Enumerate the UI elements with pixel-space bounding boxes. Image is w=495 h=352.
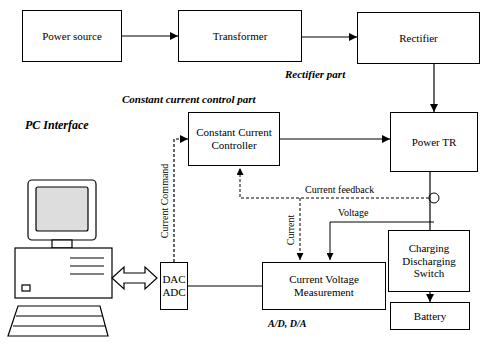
monitor xyxy=(28,180,96,240)
connector xyxy=(433,64,434,112)
converter-box: DAC ADC xyxy=(160,262,188,310)
box-text: Rectifier xyxy=(399,32,437,45)
section-label: Constant current control part xyxy=(122,93,256,105)
connector xyxy=(429,172,430,230)
power-button xyxy=(22,285,30,291)
section-label: A/D, D/A xyxy=(268,318,306,329)
connector xyxy=(174,139,188,262)
connector xyxy=(429,292,430,302)
monitor-stand xyxy=(52,240,72,248)
measurement-box: Current Voltage Measurement xyxy=(262,262,386,310)
connector xyxy=(122,35,178,36)
box-text: Power TR xyxy=(412,136,457,149)
battery-box: Battery xyxy=(390,302,470,330)
connector xyxy=(188,285,262,286)
switch-box: Charging Discharging Switch xyxy=(388,230,470,292)
rectifier-box: Rectifier xyxy=(357,12,480,64)
computer-illustration xyxy=(8,180,112,336)
drive-slot xyxy=(70,265,104,266)
source-box: Power source xyxy=(22,10,122,62)
drive-slot xyxy=(70,273,104,274)
box-text: Current Voltage Measurement xyxy=(266,273,382,298)
signal-label: Voltage xyxy=(338,207,368,218)
transformer-box: Transformer xyxy=(178,10,302,62)
transistor-box: Power TR xyxy=(390,112,478,172)
key-row xyxy=(16,315,102,316)
current-wire xyxy=(300,198,301,260)
box-text: Charging Discharging Switch xyxy=(392,242,466,280)
connector xyxy=(280,138,390,139)
drive-slot xyxy=(70,257,104,258)
box-text: Constant Current Controller xyxy=(192,126,276,151)
feedback-wire xyxy=(240,168,429,198)
connector xyxy=(302,36,357,37)
section-label: Rectifier part xyxy=(285,68,345,80)
box-text: Power source xyxy=(42,30,102,43)
keyboard xyxy=(8,306,108,336)
screen xyxy=(36,187,88,231)
box-text: Battery xyxy=(414,310,446,323)
computer-case xyxy=(15,248,112,298)
box-text: Transformer xyxy=(213,30,268,43)
signal-label: Current xyxy=(285,215,296,246)
key-row xyxy=(13,325,105,326)
controller-box: Constant Current Controller xyxy=(188,112,280,166)
signal-label: Current feedback xyxy=(305,184,374,195)
section-label: PC Interface xyxy=(25,118,89,133)
double-arrow xyxy=(112,267,157,289)
edge-label: Current Command xyxy=(159,163,170,238)
box-text: DAC ADC xyxy=(162,273,185,298)
